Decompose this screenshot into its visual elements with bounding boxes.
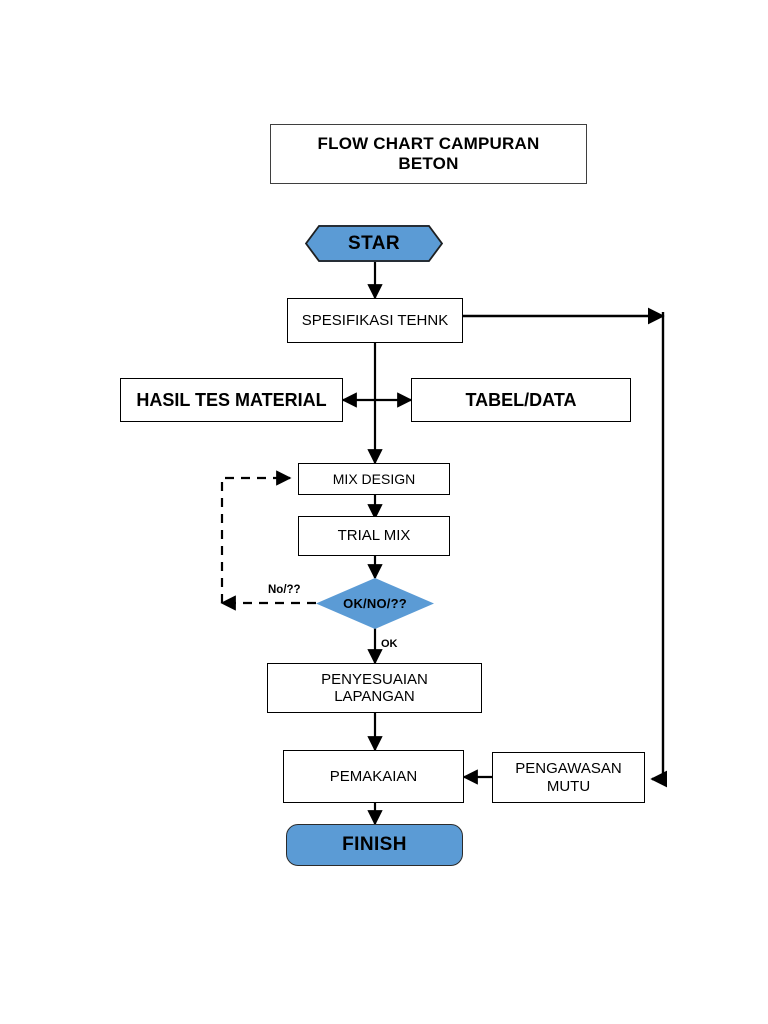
edge-label-ok: OK	[381, 638, 398, 650]
node-hasil-tes-material-label: HASIL TES MATERIAL	[136, 389, 327, 410]
node-penyesuaian-lapangan[interactable]: PENYESUAIAN LAPANGAN	[267, 663, 482, 713]
node-trial-mix-label: TRIAL MIX	[337, 527, 411, 545]
node-pengawasan-mutu-label: PENGAWASAN MUTU	[515, 760, 622, 795]
page-title: FLOW CHART CAMPURAN BETON	[317, 134, 540, 173]
node-spesifikasi-tehnk[interactable]: SPESIFIKASI TEHNK	[287, 298, 463, 343]
node-tabel-data[interactable]: TABEL/DATA	[411, 378, 631, 422]
node-decision-shape	[316, 578, 434, 629]
node-pengawasan-mutu[interactable]: PENGAWASAN MUTU	[492, 752, 645, 803]
node-decision-label: OK/NO/??	[343, 596, 407, 611]
edge-label-no: No/??	[268, 584, 301, 596]
node-start[interactable]: STAR	[305, 225, 443, 262]
node-penyesuaian-lapangan-label: PENYESUAIAN LAPANGAN	[321, 670, 428, 705]
node-spesifikasi-tehnk-label: SPESIFIKASI TEHNK	[301, 311, 449, 329]
node-pemakaian[interactable]: PEMAKAIAN	[283, 750, 464, 803]
node-hasil-tes-material[interactable]: HASIL TES MATERIAL	[120, 378, 343, 422]
edge-right-rail-down	[650, 312, 668, 788]
chart-title-box: FLOW CHART CAMPURAN BETON	[270, 124, 587, 184]
node-finish[interactable]: FINISH	[286, 824, 463, 866]
node-mix-design-label: MIX DESIGN	[332, 470, 416, 487]
node-trial-mix[interactable]: TRIAL MIX	[298, 516, 450, 556]
node-finish-label: FINISH	[342, 834, 407, 856]
node-decision[interactable]: OK/NO/??	[316, 578, 434, 629]
node-tabel-data-label: TABEL/DATA	[465, 389, 577, 410]
node-start-label: STAR	[348, 232, 400, 254]
node-pemakaian-label: PEMAKAIAN	[329, 767, 418, 785]
node-mix-design[interactable]: MIX DESIGN	[298, 463, 450, 495]
